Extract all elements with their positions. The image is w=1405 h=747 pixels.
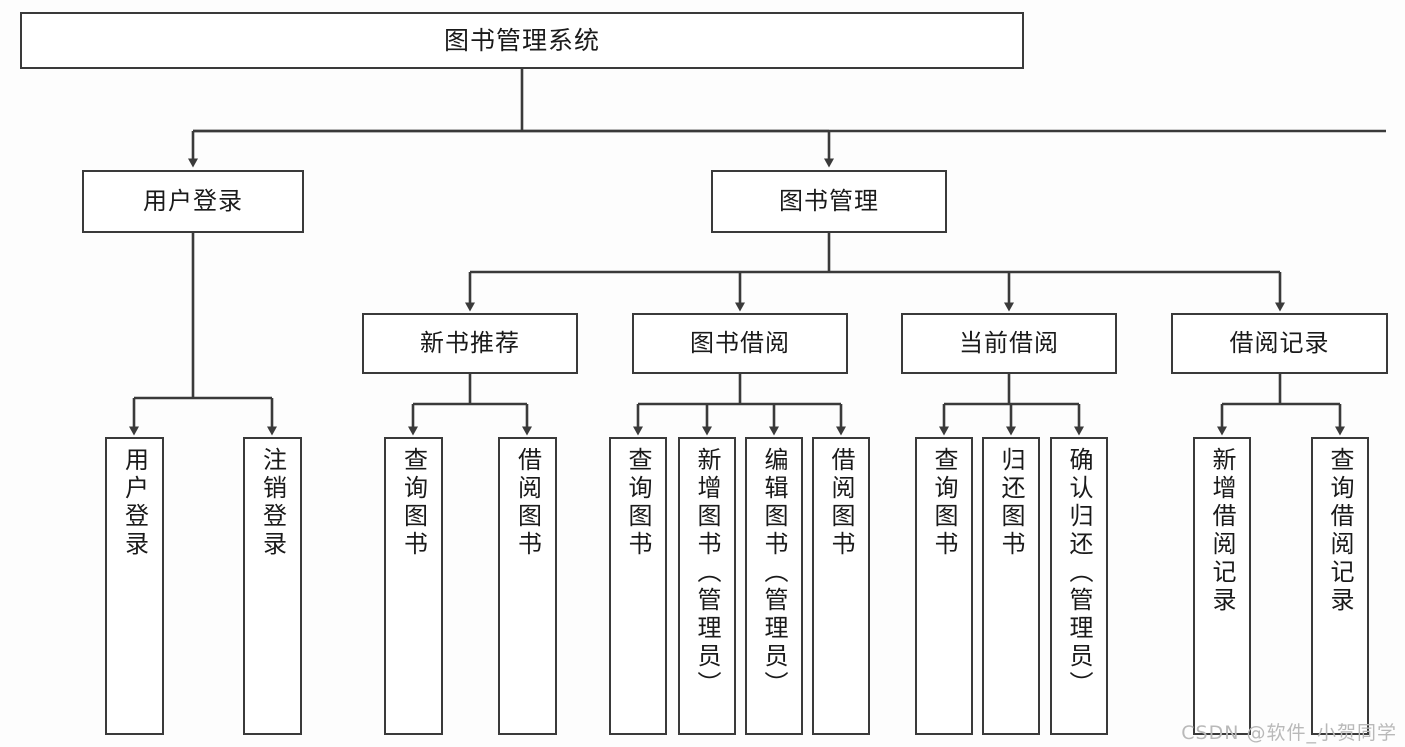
leaf-query-borrow-record[interactable]: 查询借阅记录	[1311, 437, 1369, 735]
node-label: 注销登录	[258, 447, 287, 559]
node-user-login[interactable]: 用户登录	[82, 170, 304, 233]
node-label: 图书借阅	[690, 328, 790, 357]
leaf-edit-book-admin[interactable]: 编辑图书（管理员）	[745, 437, 803, 735]
node-label: 借阅图书	[513, 447, 542, 559]
node-label: 编辑图书（管理员）	[760, 447, 788, 699]
leaf-return-book[interactable]: 归还图书	[982, 437, 1040, 735]
node-label: 借阅记录	[1229, 328, 1330, 357]
csdn-watermark: CSDN @软件_小贺同学	[1181, 722, 1397, 744]
node-label: 新增图书（管理员）	[693, 447, 721, 699]
node-label: 查询借阅记录	[1326, 447, 1354, 615]
node-label: 新增借阅记录	[1208, 447, 1236, 615]
leaf-query-book-borrow[interactable]: 查询图书	[609, 437, 667, 735]
leaf-borrow-book-recommend[interactable]: 借阅图书	[498, 437, 557, 735]
leaf-confirm-return-admin[interactable]: 确认归还（管理员）	[1050, 437, 1108, 735]
leaf-logout[interactable]: 注销登录	[243, 437, 302, 735]
node-label: 用户登录	[143, 186, 243, 215]
leaf-borrow-book[interactable]: 借阅图书	[812, 437, 870, 735]
node-label: 查询图书	[399, 447, 428, 559]
node-root-system[interactable]: 图书管理系统	[20, 12, 1024, 69]
leaf-query-book-current[interactable]: 查询图书	[915, 437, 973, 735]
node-label: 图书管理系统	[443, 26, 600, 55]
node-book-management[interactable]: 图书管理	[711, 170, 947, 233]
node-label: 新书推荐	[420, 328, 520, 357]
node-borrow-record[interactable]: 借阅记录	[1171, 313, 1388, 374]
leaf-add-borrow-record[interactable]: 新增借阅记录	[1193, 437, 1251, 735]
node-label: 当前借阅	[959, 328, 1059, 357]
node-new-book-recommend[interactable]: 新书推荐	[362, 313, 578, 374]
leaf-query-book-recommend[interactable]: 查询图书	[384, 437, 443, 735]
leaf-add-book-admin[interactable]: 新增图书（管理员）	[678, 437, 736, 735]
node-label: 用户登录	[120, 447, 149, 559]
node-label: 查询图书	[930, 447, 958, 559]
node-label: 确认归还（管理员）	[1065, 447, 1093, 699]
node-label: 图书管理	[779, 186, 879, 215]
node-label: 归还图书	[997, 447, 1025, 559]
leaf-user-login[interactable]: 用户登录	[105, 437, 164, 735]
node-current-borrow[interactable]: 当前借阅	[901, 313, 1117, 374]
node-label: 查询图书	[624, 447, 652, 559]
node-book-borrow[interactable]: 图书借阅	[632, 313, 848, 374]
node-label: 借阅图书	[827, 447, 855, 559]
